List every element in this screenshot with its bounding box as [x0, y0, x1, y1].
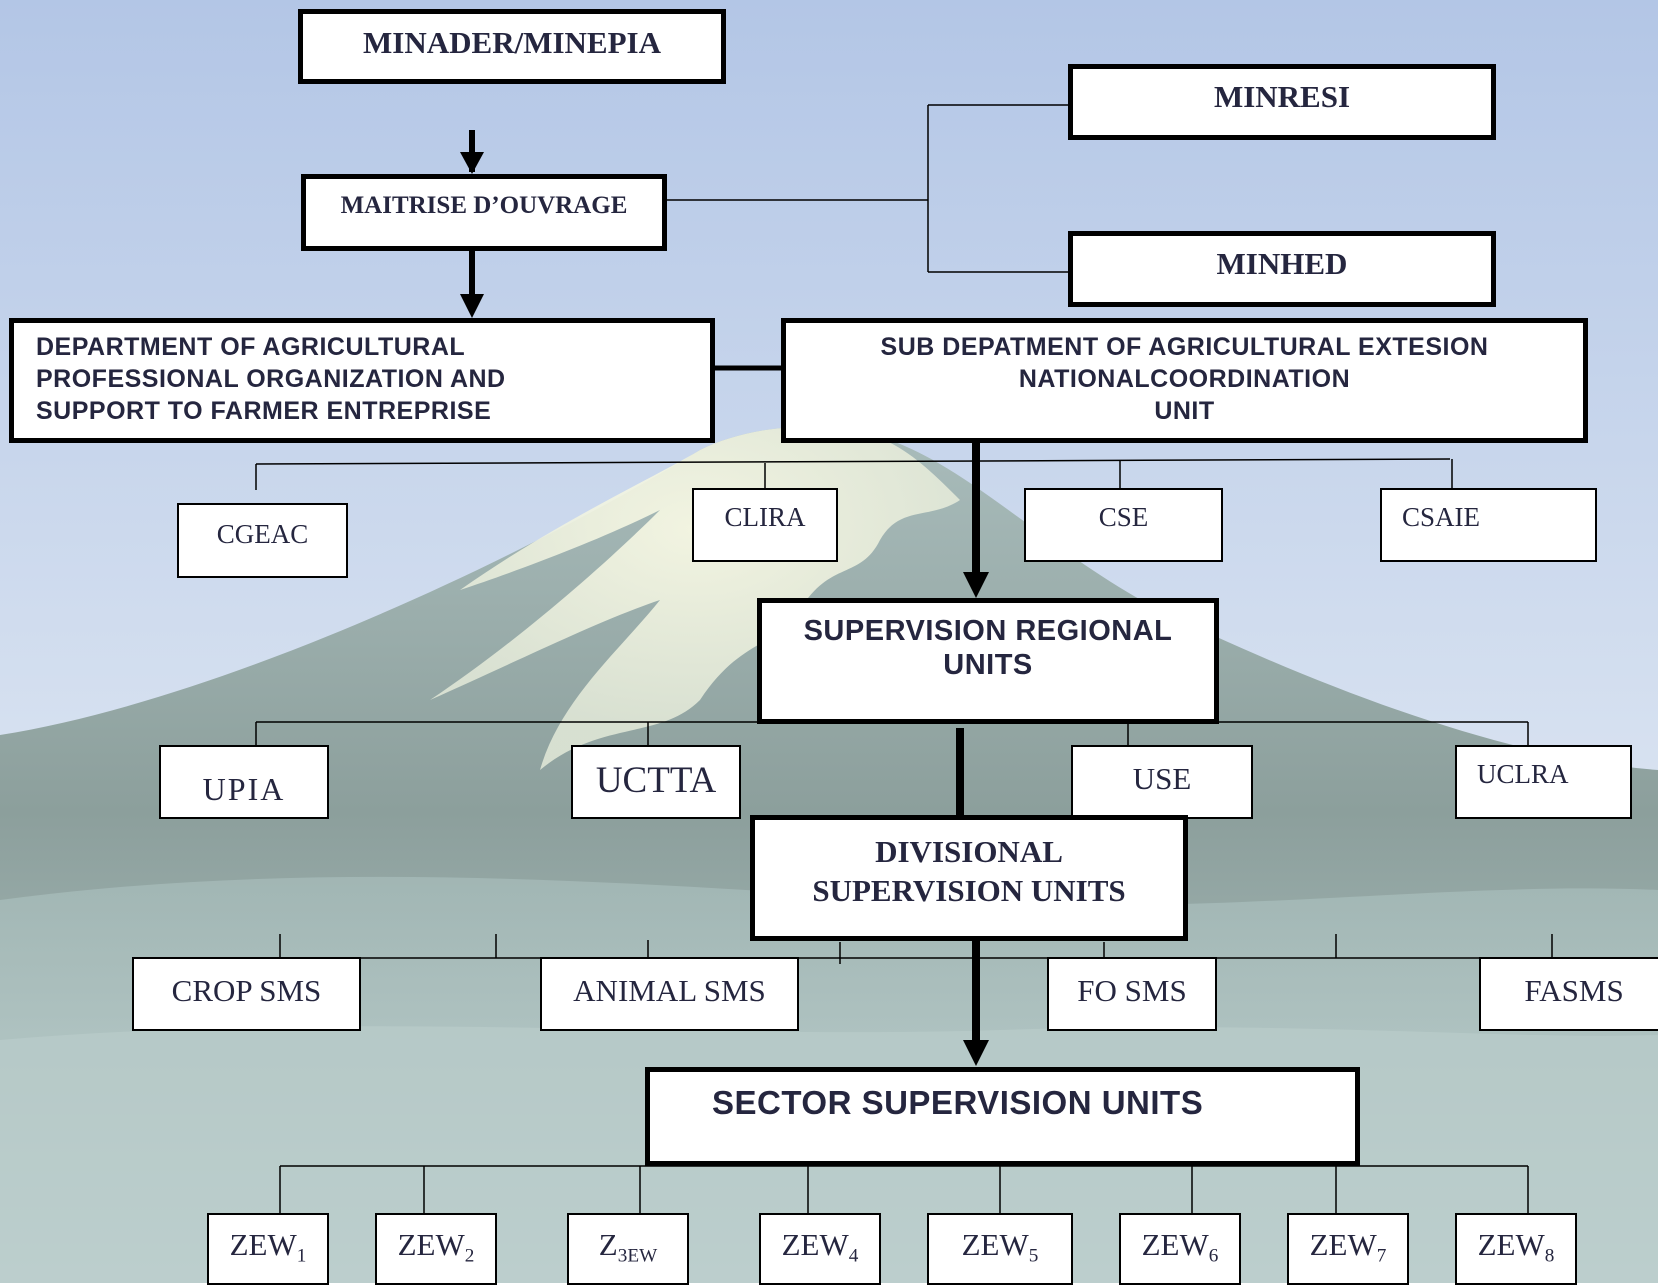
- zew-box: ZEW7: [1287, 1213, 1409, 1285]
- use-label: USE: [1132, 761, 1192, 796]
- csaie-label: CSAIE: [1402, 502, 1481, 532]
- zew-label: ZEW7: [1289, 1227, 1407, 1268]
- zew-label: Z3EW: [569, 1227, 687, 1268]
- supervision-regional-box: SUPERVISION REGIONAL UNITS: [757, 598, 1219, 724]
- department-line-3: SUPPORT TO FARMER ENTREPRISE: [36, 397, 492, 425]
- csaie-box: CSAIE: [1380, 488, 1597, 562]
- zew-label-base: ZEW: [1309, 1227, 1377, 1262]
- fasms-box: FASMS: [1479, 957, 1658, 1031]
- department-line-1: DEPARTMENT OF AGRICULTURAL: [36, 333, 466, 361]
- zew-box: ZEW1: [207, 1213, 329, 1285]
- zew-label-subscript: 8: [1544, 1245, 1555, 1267]
- uctta-label: UCTTA: [595, 760, 717, 801]
- sub-department-line-1: SUB DEPATMENT OF AGRICULTURAL EXTESION: [880, 333, 1489, 361]
- zew-label: ZEW5: [929, 1227, 1071, 1268]
- supervision-regional-line-1: SUPERVISION REGIONAL: [803, 615, 1173, 647]
- zew-box: ZEW4: [759, 1213, 881, 1285]
- sector-supervision-box: SECTOR SUPERVISION UNITS: [645, 1067, 1360, 1166]
- cse-box: CSE: [1024, 488, 1223, 562]
- fasms-label: FASMS: [1524, 973, 1624, 1008]
- minresi-label: MINRESI: [1213, 79, 1351, 114]
- zew-label-base: ZEW: [397, 1227, 465, 1262]
- zew-label: ZEW4: [761, 1227, 879, 1268]
- zew-label-subscript: 2: [464, 1245, 475, 1267]
- zew-label-subscript: 7: [1376, 1245, 1387, 1267]
- maitrise-label: MAITRISE D’OUVRAGE: [340, 192, 628, 219]
- zew-label: ZEW6: [1121, 1227, 1239, 1268]
- zew-label-base: ZEW: [1141, 1227, 1209, 1262]
- fo-sms-label: FO SMS: [1077, 973, 1187, 1008]
- zew-label-subscript: 5: [1028, 1245, 1039, 1267]
- zew-label: ZEW8: [1457, 1227, 1575, 1268]
- zew-box: ZEW2: [375, 1213, 497, 1285]
- zew-box: Z3EW: [567, 1213, 689, 1285]
- department-line-2: PROFESSIONAL ORGANIZATION AND: [36, 365, 506, 393]
- clira-box: CLIRA: [692, 488, 838, 562]
- upia-box: UPIA: [159, 745, 329, 819]
- fo-sms-box: FO SMS: [1047, 957, 1217, 1031]
- minader-label: MINADER/MINEPIA: [363, 25, 661, 60]
- animal-sms-box: ANIMAL SMS: [540, 957, 799, 1031]
- sub-department-line-3: UNIT: [1154, 397, 1215, 425]
- zew-box: ZEW8: [1455, 1213, 1577, 1285]
- divisional-line-1: DIVISIONAL: [875, 834, 1063, 869]
- zew-label-subscript: 1: [296, 1245, 307, 1267]
- cse-label: CSE: [1098, 502, 1149, 532]
- zew-label-base: Z: [598, 1227, 618, 1262]
- minhed-label: MINHED: [1216, 246, 1348, 281]
- zew-label-base: ZEW: [1477, 1227, 1545, 1262]
- cgeac-box: CGEAC: [177, 503, 348, 578]
- zew-box: ZEW6: [1119, 1213, 1241, 1285]
- animal-sms-label: ANIMAL SMS: [573, 973, 766, 1008]
- use-box: USE: [1071, 745, 1253, 819]
- divisional-supervision-box: DIVISIONAL SUPERVISION UNITS: [750, 815, 1188, 941]
- zew-label-base: ZEW: [961, 1227, 1029, 1262]
- sub-department-line-2: NATIONALCOORDINATION: [1018, 365, 1351, 393]
- sector-supervision-label: SECTOR SUPERVISION UNITS: [712, 1084, 1204, 1121]
- zew-label: ZEW2: [377, 1227, 495, 1268]
- zew-label: ZEW1: [209, 1227, 327, 1268]
- zew-label-subscript: 4: [848, 1245, 859, 1267]
- sub-department-box: SUB DEPATMENT OF AGRICULTURAL EXTESION N…: [781, 318, 1588, 443]
- minader-box: MINADER/MINEPIA: [298, 9, 726, 84]
- uclra-label: UCLRA: [1477, 759, 1569, 789]
- crop-sms-box: CROP SMS: [132, 957, 361, 1031]
- minresi-box: MINRESI: [1068, 64, 1496, 140]
- supervision-regional-line-2: UNITS: [943, 649, 1033, 681]
- divisional-line-2: SUPERVISION UNITS: [812, 873, 1126, 908]
- uctta-box: UCTTA: [571, 745, 741, 819]
- zew-label-subscript: 3EW: [617, 1245, 658, 1267]
- zew-label-base: ZEW: [229, 1227, 297, 1262]
- zew-label-subscript: 6: [1208, 1245, 1219, 1267]
- clira-label: CLIRA: [724, 502, 806, 532]
- crop-sms-label: CROP SMS: [171, 973, 322, 1008]
- zew-label-base: ZEW: [781, 1227, 849, 1262]
- zew-box: ZEW5: [927, 1213, 1073, 1285]
- upia-label: UPIA: [202, 771, 286, 807]
- cgeac-label: CGEAC: [216, 519, 309, 549]
- maitrise-box: MAITRISE D’OUVRAGE: [301, 174, 667, 251]
- minhed-box: MINHED: [1068, 231, 1496, 307]
- uclra-box: UCLRA: [1455, 745, 1632, 819]
- department-box: DEPARTMENT OF AGRICULTURAL PROFESSIONAL …: [9, 318, 715, 443]
